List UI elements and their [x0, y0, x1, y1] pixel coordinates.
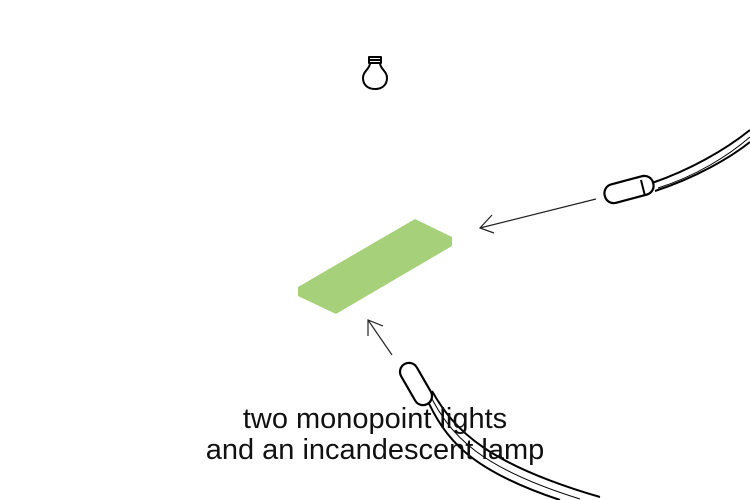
cable-bottom [424, 390, 601, 500]
plate-shape [298, 219, 452, 314]
monopoint-light-bottom [398, 361, 434, 407]
green-plate [298, 219, 452, 314]
cable-right [651, 129, 750, 192]
arrow-bottom [367, 319, 393, 356]
lightbulb-icon [362, 56, 388, 90]
arrow-right [478, 198, 597, 234]
caption-line-2: and an incandescent lamp [205, 434, 545, 466]
caption: two monopoint lights and an incandescent… [0, 404, 750, 466]
caption-line-1: two monopoint lights [242, 403, 508, 435]
monopoint-light-right [603, 174, 655, 205]
